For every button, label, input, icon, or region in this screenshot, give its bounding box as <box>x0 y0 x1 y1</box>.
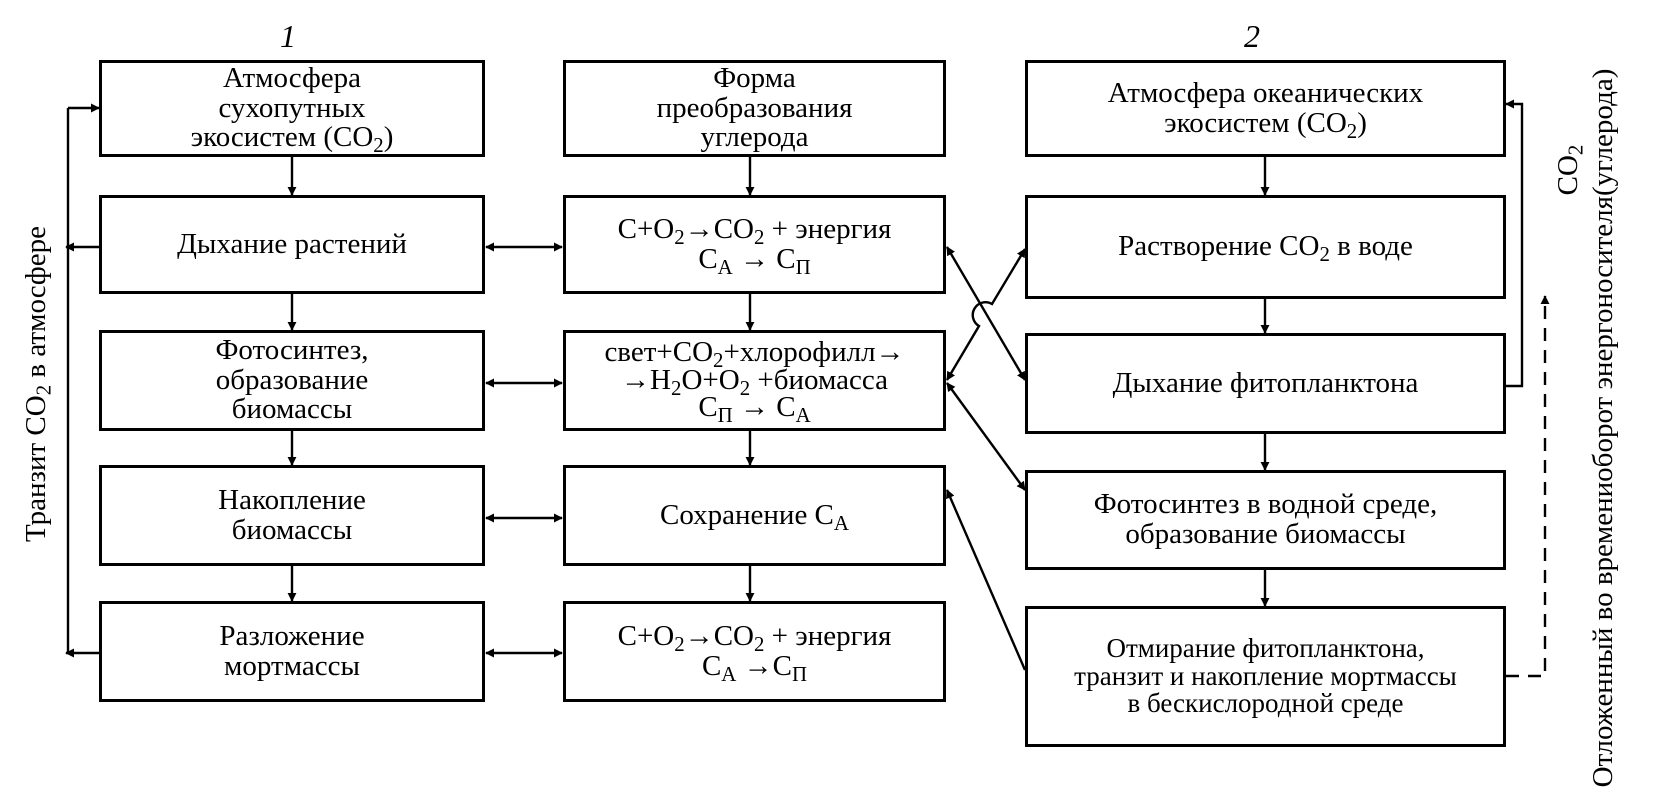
text-line: Дыхание фитопланктона <box>1112 366 1419 399</box>
text-line: Фотосинтез, <box>215 334 369 367</box>
plant-respiration-box: Дыхание растений <box>99 195 485 294</box>
cross-arrow-photosynthesis-to-aquatic <box>946 382 1026 491</box>
text-line: Сохранение CA <box>660 498 849 535</box>
text-line: преобразования <box>656 91 853 124</box>
text-line: Атмосфера океанических <box>1107 76 1424 109</box>
text-line: транзит и накопление мортмассы <box>1074 660 1457 691</box>
text-line: CA → CП <box>698 242 811 279</box>
text-line: экосистем (CO2) <box>1164 106 1367 143</box>
text-line: C+O2→CO2 + энергия <box>617 212 892 249</box>
text-line: углерода <box>700 121 809 154</box>
text-line: образование <box>215 363 369 396</box>
text-line: Отмирание фитопланктона, <box>1106 633 1425 664</box>
cross-arrow-photosynthesis-to-dissolution <box>945 248 1027 381</box>
delayed-turnover-label: Отложенный во времениоборот энергоносите… <box>1586 68 1619 787</box>
text-line: Фотосинтез в водной среде, <box>1093 488 1438 521</box>
text-line: CП → CA <box>698 391 811 428</box>
text-line: →H2O+O2 +биомасса <box>621 363 888 400</box>
right-co2-label: CO2 <box>1551 144 1588 196</box>
text-line: мортмассы <box>224 649 360 682</box>
text-line: биомассы <box>231 393 353 426</box>
text-line: CA →CП <box>701 649 808 686</box>
cross-arrow-death-to-preservation <box>945 489 1027 671</box>
co2-dissolution-box: Растворение CO2 в воде <box>1025 195 1506 299</box>
delayed-turnover-arrow <box>1506 295 1550 678</box>
text-line: Разложение <box>219 619 365 652</box>
text-line: образование биомассы <box>1125 518 1406 550</box>
text-line: Накопление <box>218 483 366 516</box>
text-line: (углерода) <box>1586 68 1619 197</box>
text-line: Растворение CO2 в воде <box>1118 230 1413 267</box>
text-line: экосистем (CO2) <box>190 121 394 158</box>
text-line: биомассы <box>231 513 353 546</box>
phytoplankton-respiration-box: Дыхание фитопланктона <box>1025 333 1506 434</box>
text-line: Форма <box>713 62 796 95</box>
column-header-right: 2 <box>1244 18 1260 54</box>
phytoplankton-death-box: Отмирание фитопланктона,транзит и накопл… <box>1025 606 1506 747</box>
text-line: в бескислородной среде <box>1127 688 1404 719</box>
carbon-preservation-box: Сохранение CA <box>563 465 946 566</box>
left-transit-label: Транзит CO2 в атмосфере <box>19 226 56 542</box>
text-line: сухопутных <box>218 91 366 124</box>
text-line: оборот энергоносителя <box>1586 196 1619 482</box>
text-line: свет+CO2+хлорофилл→ <box>604 336 905 373</box>
text-line: C+O2→CO2 + энергия <box>617 619 892 656</box>
text-line: Атмосфера <box>222 62 361 95</box>
text-line: Дыхание растений <box>177 227 407 260</box>
co2-return-arrow <box>1505 99 1524 388</box>
aquatic-photosynthesis-box: Фотосинтез в водной среде,образование би… <box>1025 470 1506 570</box>
text-line: Отложенный во времени <box>1586 481 1619 787</box>
column-header-left: 1 <box>280 18 296 54</box>
